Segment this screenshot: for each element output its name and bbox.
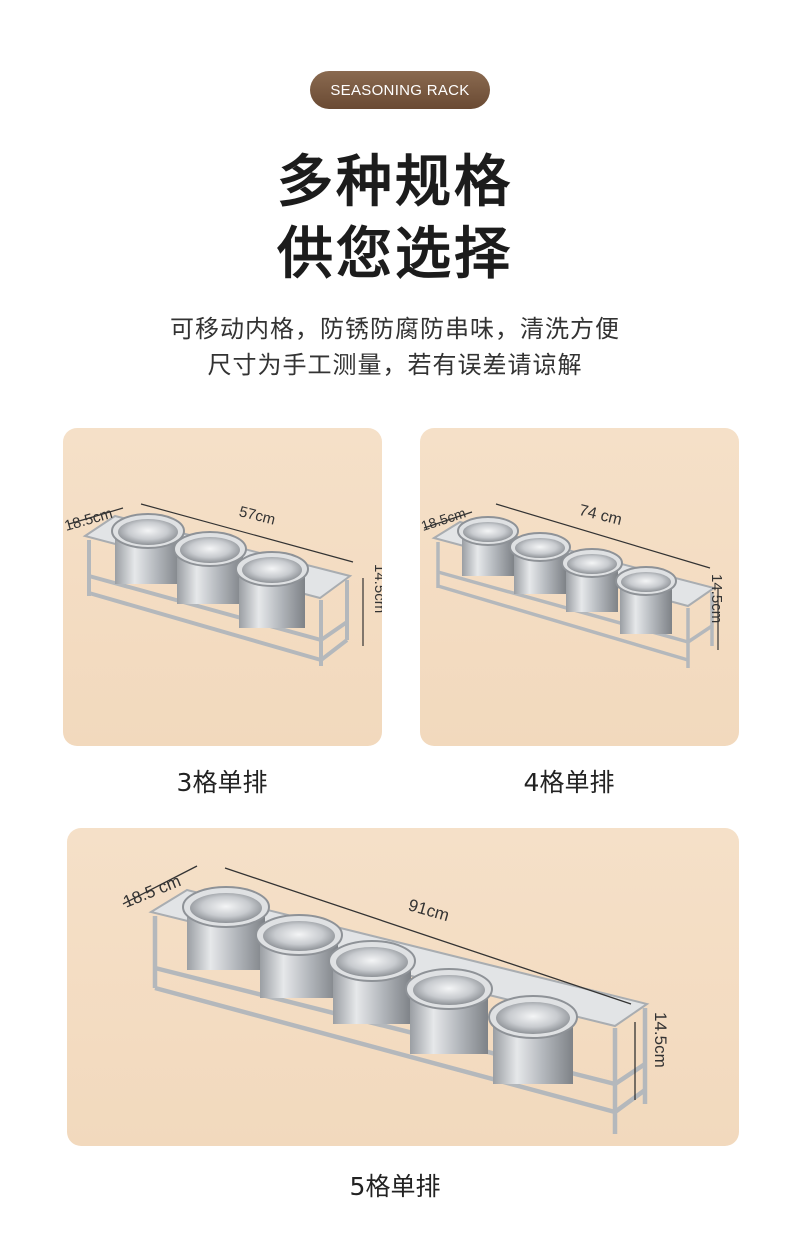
height-label: 14.5cm (651, 1012, 670, 1068)
dimension-lines (68, 503, 364, 646)
product-image-3-cup: 18.5cm 57cm 14.5cm (63, 428, 382, 746)
rack-4-cup-illustration: 18.5cm 74 cm 14.5cm (420, 502, 725, 668)
cup-group (111, 513, 309, 628)
cup-group (182, 886, 578, 1084)
subtitle-line-1: 可移动内格，防锈防腐防串味，清洗方便 (170, 315, 620, 343)
product-image-5-cup: 18.5 cm 91cm 14.5cm (67, 828, 739, 1146)
rack-3-cup-illustration: 18.5cm 57cm 14.5cm (63, 503, 382, 666)
category-badge: SEASONING RACK (310, 71, 490, 109)
length-label: 91cm (406, 895, 451, 925)
dimension-lines (122, 865, 636, 1100)
caption-3-cup: 3格单排 (176, 768, 268, 797)
caption-4-cup: 4格单排 (523, 768, 615, 797)
height-label: 14.5cm (708, 574, 725, 623)
rack-5-cup-illustration: 18.5 cm 91cm 14.5cm (120, 865, 670, 1134)
product-image-4-cup: 18.5cm 74 cm 14.5cm (420, 428, 739, 746)
caption-5-cup: 5格单排 (349, 1172, 441, 1201)
cup-group (457, 516, 677, 634)
length-label: 74 cm (577, 502, 623, 529)
dimension-lines (423, 503, 719, 650)
page-title-line-1: 多种规格 (277, 150, 513, 215)
subtitle-line-2: 尺寸为手工测量，若有误差请谅解 (207, 351, 583, 379)
page-title-line-2: 供您选择 (277, 222, 513, 287)
length-label: 57cm (237, 503, 277, 528)
height-label: 14.5cm (371, 564, 382, 613)
